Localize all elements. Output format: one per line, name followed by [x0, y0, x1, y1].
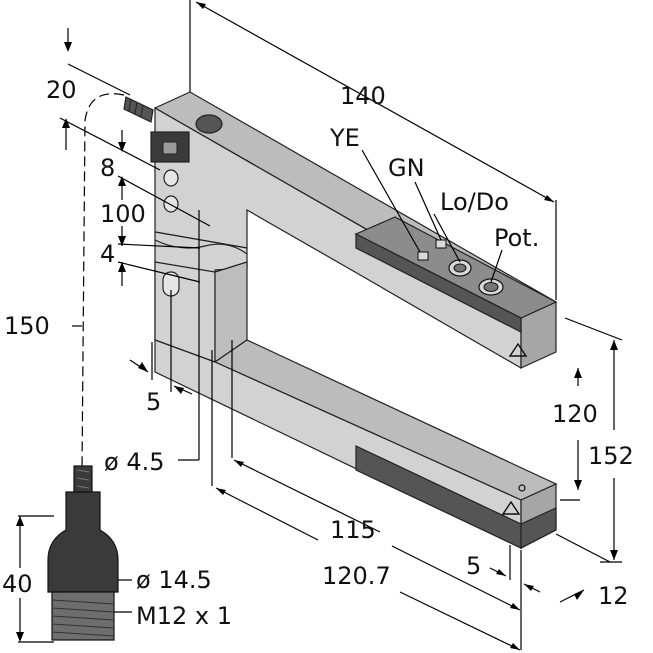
upper-arm-triangle-mark: [508, 342, 528, 357]
cable-route-dashed: [81, 93, 125, 471]
dim-label-5-left: 5: [146, 388, 161, 416]
lower-arm-end-dark-stripe: [520, 507, 557, 549]
top-round-port: [195, 114, 223, 134]
dim-label-thread: M12 x 1: [136, 602, 232, 630]
cable-stub: [123, 96, 154, 123]
connector-thread-lines: [51, 599, 115, 637]
dim-label-5-right: 5: [466, 552, 481, 580]
connector-body: [47, 491, 119, 593]
connector-cable-lines: [76, 469, 90, 489]
indicator-label-pot: Pot.: [494, 224, 539, 252]
mounting-hole-2: [163, 195, 179, 213]
dimension-lines: [18, 0, 623, 651]
dim-label-140: 140: [340, 82, 386, 110]
fork-sensor-body: [123, 91, 558, 549]
optical-window-inner: [162, 141, 178, 155]
dim-label-115: 115: [330, 516, 376, 544]
lower-arm-dot-mark: [518, 484, 526, 492]
dim-label-12: 12: [598, 582, 629, 610]
m12-connector: [47, 465, 119, 641]
dim-label-120: 120: [552, 400, 598, 428]
mounting-hole-1: [163, 169, 179, 187]
dim-label-40: 40: [2, 570, 33, 598]
indicator-panel-front: [355, 233, 522, 333]
dim-label-100: 100: [100, 200, 146, 228]
dimension-arrowheads: [16, 2, 618, 650]
indicator-label-ye: YE: [329, 124, 360, 152]
dim-label-150: 150: [4, 312, 50, 340]
dim-label-20: 20: [46, 76, 77, 104]
dim-label-152: 152: [588, 442, 634, 470]
indicator-label-lodo: Lo/Do: [440, 188, 509, 216]
dim-label-phi-4-5: ø 4.5: [104, 448, 164, 476]
cable-stub-lines: [128, 98, 144, 118]
lodo-switch-inner: [453, 263, 467, 273]
led-gn-indicator: [435, 239, 447, 249]
pot-knob-inner: [483, 282, 499, 292]
lower-arm-triangle-mark: [501, 500, 521, 515]
dim-label-phi-14-5: ø 14.5: [136, 566, 212, 594]
dim-label-8: 8: [100, 154, 115, 182]
indicator-label-gn: GN: [388, 154, 425, 182]
connector-thread: [51, 591, 115, 641]
column-split-seam: [154, 239, 248, 255]
dim-label-120-7: 120.7: [322, 562, 391, 590]
dim-label-4: 4: [100, 240, 115, 268]
led-ye-indicator: [417, 251, 429, 261]
